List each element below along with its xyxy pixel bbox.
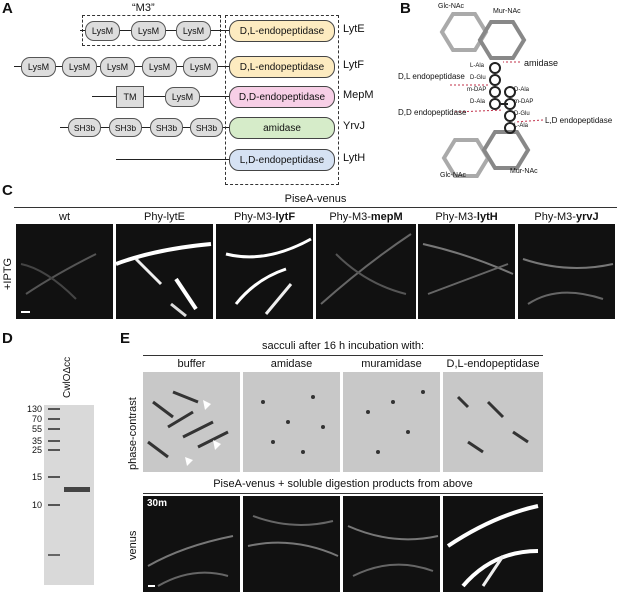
ld-endopeptidase-label: L,D endopeptidase (545, 116, 613, 125)
venus-dl-endopeptidase (443, 496, 543, 592)
residue-right-1: m-DAP (514, 99, 534, 105)
sh3b-domain: SH3b (68, 118, 101, 137)
phase-contrast-label: phase-contrast (127, 397, 139, 470)
venus-amidase (243, 496, 340, 592)
residue-left-1: D-Glu (470, 75, 486, 81)
protein-name-lyth: LytH (343, 152, 366, 164)
protein-name-yrvj: YrvJ (343, 120, 365, 132)
dd-endopeptidase-label: D,D endopeptidase (398, 108, 467, 117)
phase-amidase (243, 372, 340, 472)
venus-label: venus (127, 530, 139, 560)
lysm-domain: LysM (21, 57, 56, 77)
micrograph-phy-lyte (116, 224, 213, 319)
lysm-domain: LysM (85, 21, 120, 41)
micrograph-phy-m3-lytf (216, 224, 313, 319)
residue-right-2: D-Glu (514, 111, 530, 117)
panel-c-col-5: Phy-M3-yrvJ (534, 211, 599, 223)
panel-c-label: C (2, 182, 13, 199)
micrograph-phy-m3-lyth (418, 224, 515, 319)
venus-buffer (143, 496, 240, 592)
sh3b-domain: SH3b (109, 118, 142, 137)
gel-image (44, 405, 94, 585)
panel-e-col-amidase: amidase (270, 358, 313, 370)
marker-10: 10 (31, 500, 42, 510)
panel-e-header2: PiseA-venus + soluble digestion products… (213, 478, 473, 490)
protein-name-mepm: MepM (343, 89, 374, 101)
time-label: 30m (147, 498, 168, 509)
phase-muramidase (343, 372, 440, 472)
lysm-domain: LysM (131, 21, 166, 41)
lysm-domain: LysM (183, 57, 218, 77)
residue-left-0: L-Ala (470, 63, 485, 69)
lysm-domain: LysM (100, 57, 135, 77)
panel-e-label: E (120, 330, 131, 347)
residue-left-3: D-Ala (470, 99, 486, 105)
sh3b-domain: SH3b (190, 118, 223, 137)
protein-name-lyte: LytE (343, 23, 365, 35)
enzyme-domain-lyth: L,D-endopeptidase (229, 149, 335, 171)
marker-25: 25 (31, 445, 42, 455)
panel-b-label: B (400, 0, 411, 17)
gel-lane-label: CwlOΔcc (62, 356, 73, 398)
residue-right-0: D-Ala (514, 87, 530, 93)
dl-endopeptidase-label: D,L endopeptidase (398, 72, 465, 81)
phase-dl-endopeptidase (443, 372, 543, 472)
m3-label: “M3” (132, 2, 155, 14)
sh3b-domain: SH3b (150, 118, 183, 137)
marker-130: 130 (26, 404, 42, 414)
enzyme-domain-lytf: D,L-endopeptidase (229, 56, 335, 78)
enzyme-domain-yrvj: amidase (229, 117, 335, 139)
panel-c-col-1: Phy-lytE (144, 211, 185, 223)
panel-e-col-muramidase: muramidase (361, 358, 422, 370)
panel-e-header: sacculi after 16 h incubation with: (261, 340, 425, 352)
micrograph-phy-m3-mepm (316, 224, 416, 319)
murnac-top-label: Mur-NAc (493, 8, 521, 15)
panel-c-col-2: Phy-M3-lytF (233, 211, 296, 223)
protein-name-lytf: LytF (343, 59, 364, 71)
amidase-label: amidase (524, 58, 559, 68)
enzyme-domain-mepm: D,D-endopeptidase (229, 86, 335, 108)
micrograph-phy-m3-yrvj (518, 224, 615, 319)
panel-c-side-label: +IPTG (2, 257, 14, 290)
panel-e-col-buffer: buffer (177, 358, 206, 370)
marker-55: 55 (31, 424, 42, 434)
panel-d-label: D (2, 330, 13, 347)
panel-e-col-dl-endopeptidase: D,L-endopeptidase (446, 358, 540, 370)
lysm-domain: LysM (165, 87, 200, 107)
phase-buffer (143, 372, 240, 472)
micrograph-wt (16, 224, 113, 319)
panel-c-col-0: wt (59, 211, 70, 223)
tm-domain: TM (116, 86, 144, 108)
murnac-bottom-label: Mur-NAc (510, 168, 538, 175)
panel-c-header: PiseA-venus (284, 193, 347, 205)
enzyme-domain-lyte: D,L-endopeptidase (229, 20, 335, 42)
marker-15: 15 (31, 472, 42, 482)
enzyme-dashed-box (225, 15, 339, 185)
peptidoglycan-diagram (439, 12, 544, 178)
panel-a-label: A (2, 0, 13, 17)
lysm-domain: LysM (142, 57, 177, 77)
glcnac-bottom-label: Glc-NAc (440, 172, 467, 179)
glcnac-top-label: Glc-NAc (438, 3, 465, 10)
panel-c-col-3: Phy-M3-mepM (329, 211, 403, 223)
lysm-domain: LysM (176, 21, 211, 41)
residue-left-2: m-DAP (467, 87, 487, 93)
panel-c-col-4: Phy-M3-lytH (435, 211, 498, 223)
marker-35: 35 (31, 436, 42, 446)
residue-right-3: L-Ala (514, 123, 529, 129)
lysm-domain: LysM (62, 57, 97, 77)
venus-muramidase (343, 496, 440, 592)
marker-70: 70 (31, 414, 42, 424)
